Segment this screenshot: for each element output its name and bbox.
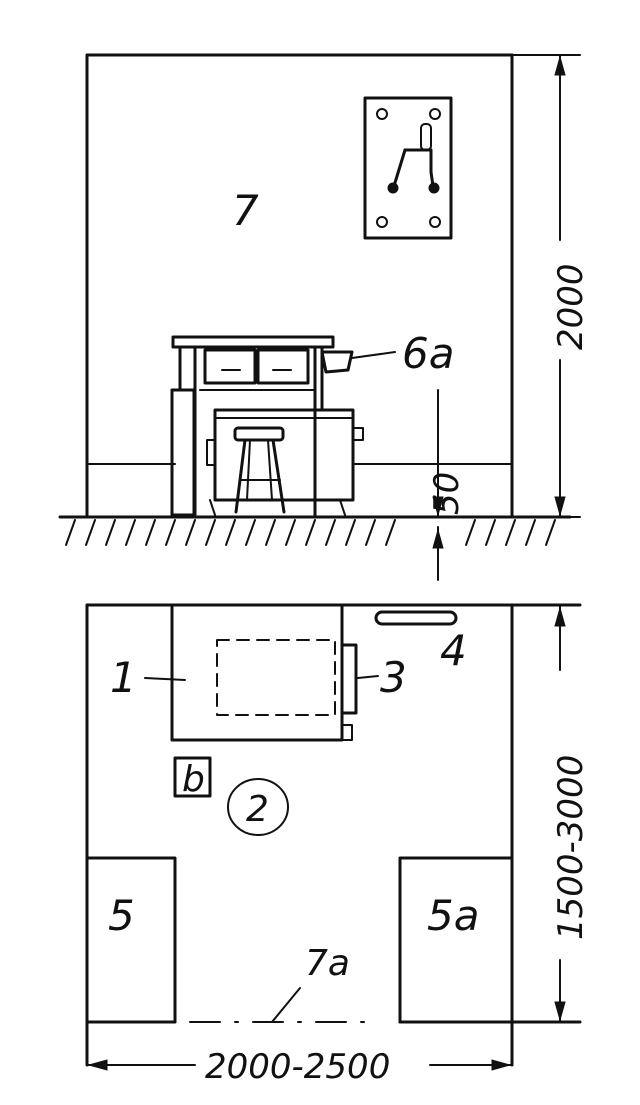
width-dimension-label: 2000-2500: [205, 1047, 390, 1087]
elevation-view: 7: [58, 53, 591, 581]
equipment-label: 6a: [402, 329, 454, 378]
stool-icon: [233, 426, 286, 514]
item-5-label: 5: [108, 891, 135, 940]
depth-dimension: 1500-3000: [551, 604, 591, 1023]
stool-plan: [173, 756, 212, 798]
cabinet-5a: [398, 856, 514, 1024]
vise-icon: [320, 350, 354, 374]
circle-label: 2: [246, 789, 269, 830]
workbench-plan: [170, 603, 358, 742]
door-label: 7a: [305, 943, 350, 984]
wall-label: 7: [232, 186, 259, 235]
elevation-wall: [85, 53, 514, 517]
item-b-label: b: [182, 759, 205, 800]
cabinet-5: [85, 856, 177, 1024]
workbench-elevation: [170, 335, 396, 517]
electrical-panel: [363, 96, 453, 240]
floor-offset-label: 50: [427, 472, 467, 515]
height-dimension: 2000: [511, 54, 591, 518]
depth-dimension-label: 1500-3000: [551, 755, 591, 940]
width-dimension: 2000-2500: [86, 1047, 513, 1087]
item-3-label: 3: [380, 653, 407, 702]
wall-shelf: [374, 610, 458, 626]
switch-icon: [387, 123, 440, 194]
floor-ground: [58, 515, 572, 546]
height-dimension-label: 2000: [551, 263, 591, 350]
operator-position-marker: [227, 778, 289, 836]
plan-view: b 2 1 3 4 5 5a 7a 1500-3000 2: [85, 603, 591, 1087]
floor-offset-dimension: 50: [427, 389, 467, 581]
item-1-label: 1: [110, 653, 137, 702]
item-5a-label: 5a: [427, 891, 479, 940]
plan-walls: [85, 603, 582, 1067]
item-4-label: 4: [440, 626, 467, 675]
